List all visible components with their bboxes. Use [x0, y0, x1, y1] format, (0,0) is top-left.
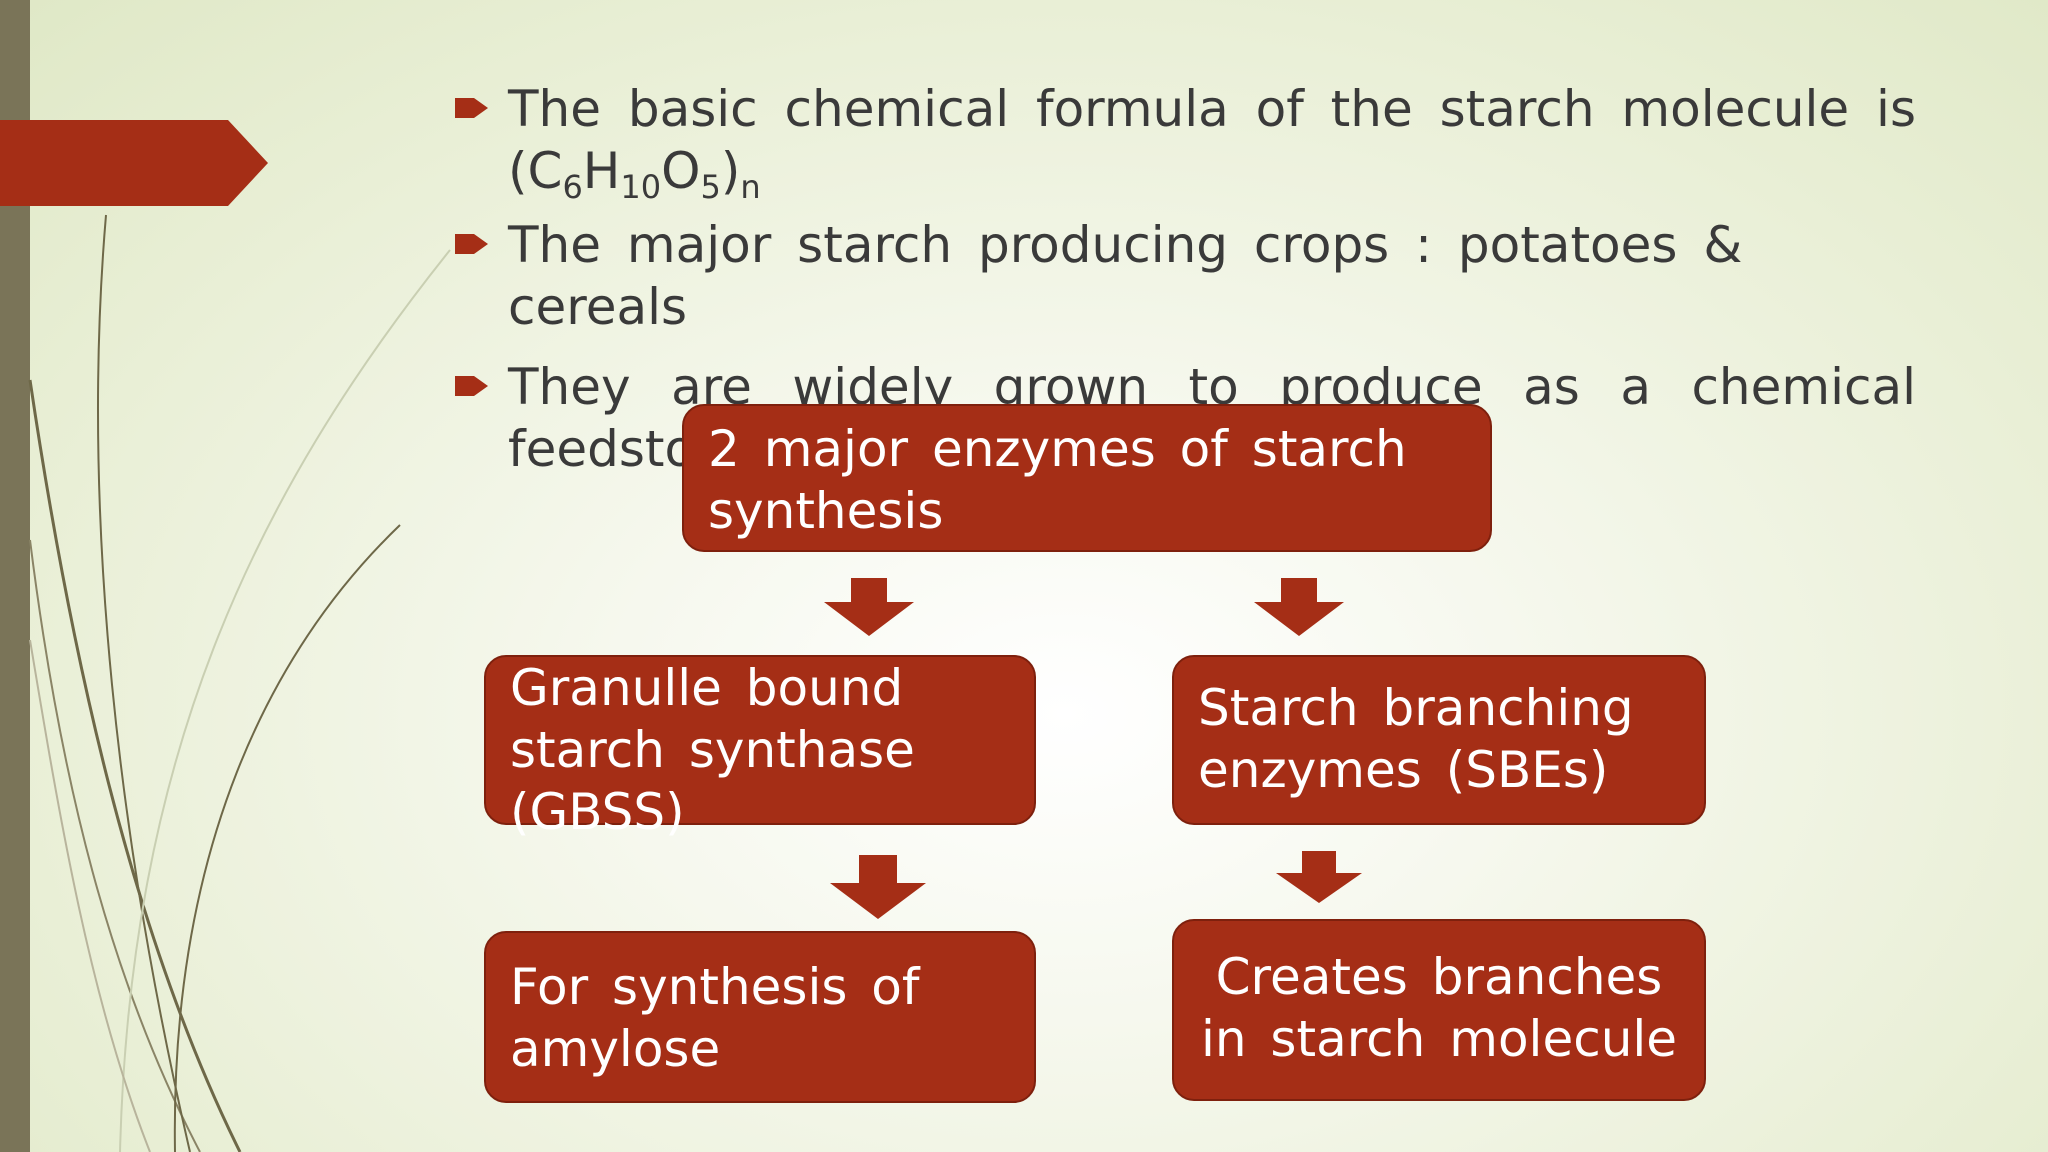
- flow-box-line: Starch branching: [1198, 679, 1634, 737]
- flow-box-branches: Creates branches in starch molecule: [1172, 919, 1706, 1101]
- chemical-formula: (C6H10O5)n: [508, 142, 761, 206]
- flow-box-line: Granulle bound: [510, 659, 904, 717]
- flow-box-line: in starch molecule: [1200, 1010, 1678, 1068]
- bullet-item-crops: The major starch producing crops : potat…: [452, 214, 1916, 338]
- flow-box-line: synthesis: [708, 482, 944, 540]
- down-arrow-icon: [830, 855, 926, 919]
- bullet-item-formula: The basic chemical formula of the starch…: [452, 78, 1916, 206]
- down-arrow-icon: [824, 578, 914, 636]
- flow-box-line: Creates branches: [1215, 948, 1663, 1006]
- bullet-text-line: The basic chemical formula of the starch…: [508, 80, 1916, 138]
- down-arrow-icon: [1276, 851, 1362, 903]
- flow-box-top: 2 major enzymes of starch synthesis: [682, 404, 1492, 552]
- title-tab-shape: [0, 120, 268, 206]
- flow-box-line: enzymes (SBEs): [1198, 741, 1609, 799]
- flow-box-amylose: For synthesis of amylose: [484, 931, 1036, 1103]
- flow-box-line: starch synthase: [510, 721, 915, 779]
- flow-box-line: 2 major enzymes of starch: [708, 420, 1407, 478]
- flow-box-gbss: Granulle bound starch synthase (GBSS): [484, 655, 1036, 841]
- arrow-bullet-icon: [455, 98, 488, 118]
- flow-box-sbe: Starch branching enzymes (SBEs): [1172, 655, 1706, 825]
- decorative-curves: [28, 214, 451, 1152]
- flow-box-line: (GBSS): [510, 783, 685, 841]
- bullet-text-line: The major starch producing crops : potat…: [508, 216, 1743, 336]
- flow-box-line: amylose: [510, 1020, 721, 1078]
- arrow-bullet-icon: [455, 376, 488, 396]
- flow-box-line: For synthesis of: [510, 958, 920, 1016]
- arrow-bullet-icon: [455, 234, 488, 254]
- down-arrow-icon: [1254, 578, 1344, 636]
